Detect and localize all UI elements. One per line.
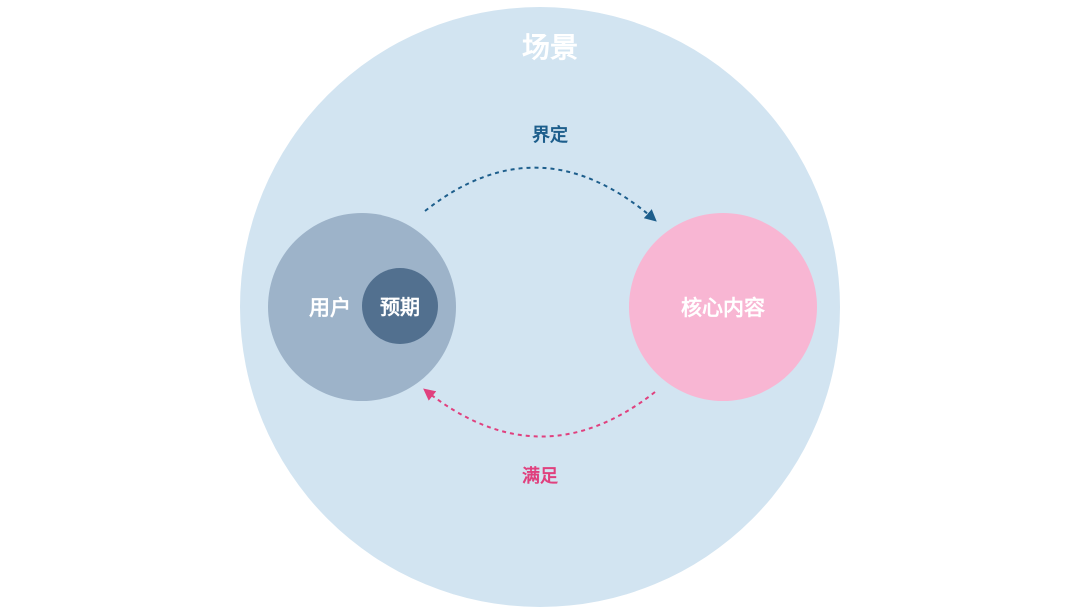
core-content-circle bbox=[629, 213, 817, 401]
define-label: 界定 bbox=[532, 124, 568, 146]
satisfy-label: 满足 bbox=[522, 465, 558, 487]
user-circle bbox=[268, 213, 456, 401]
expectation-label: 预期 bbox=[380, 295, 420, 319]
scene-circle bbox=[240, 7, 840, 607]
define-arrow bbox=[424, 166, 657, 222]
scene-title: 场景 bbox=[522, 31, 578, 64]
user-label: 用户 bbox=[309, 296, 351, 320]
expectation-circle bbox=[362, 268, 438, 344]
satisfy-arrow bbox=[423, 388, 656, 438]
core-content-label: 核心内容 bbox=[681, 296, 765, 320]
